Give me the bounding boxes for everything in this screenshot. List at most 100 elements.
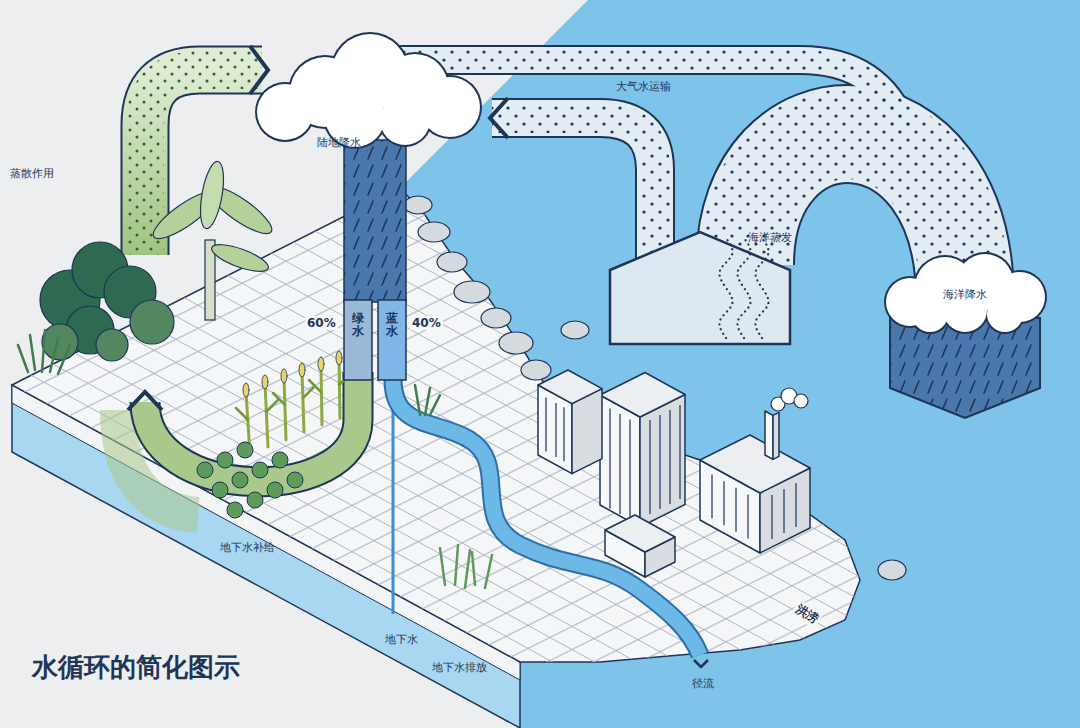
flow-label: 地下水 bbox=[383, 632, 420, 647]
coast-rocks bbox=[499, 332, 533, 354]
land-rain-column bbox=[344, 140, 406, 302]
flow-label: 地下水补给 bbox=[218, 540, 277, 555]
corn-field bbox=[281, 369, 287, 383]
corn-field bbox=[243, 383, 249, 397]
trees bbox=[42, 324, 78, 360]
atmospheric-bands bbox=[490, 98, 508, 138]
flow-label: 地下水排放 bbox=[430, 660, 489, 675]
node-text: 陆地降水 bbox=[317, 135, 361, 150]
evapotranspiration-band bbox=[145, 70, 262, 255]
reeds bbox=[440, 545, 492, 588]
ocean-evaporation-box-shape bbox=[755, 238, 768, 338]
coast-rocks bbox=[404, 196, 906, 580]
green-water-flow bbox=[145, 372, 358, 482]
corn-field bbox=[246, 360, 340, 455]
green-water-band: 绿水 bbox=[344, 300, 372, 380]
coast-rocks bbox=[404, 196, 432, 214]
ocean-evaporation-box-shape bbox=[608, 230, 792, 346]
ocean-precipitation-cloud-shape bbox=[941, 286, 989, 334]
blue-water-band: 蓝水 bbox=[378, 300, 406, 380]
land-precipitation-cloud-shape bbox=[257, 34, 480, 147]
node-text: 蓝水 bbox=[386, 312, 398, 338]
land-precipitation-cloud-shape bbox=[380, 95, 430, 145]
evapotranspiration-band bbox=[145, 70, 262, 255]
blue-water-flow bbox=[393, 380, 700, 655]
land-precipitation-cloud: 陆地降水 bbox=[245, 32, 490, 150]
city-buildings bbox=[538, 370, 810, 577]
land-precipitation-cloud-shape bbox=[420, 77, 480, 137]
atmospheric-bands bbox=[492, 118, 655, 265]
vegetable-field bbox=[217, 452, 233, 468]
city-buildings bbox=[610, 405, 680, 520]
corn-field bbox=[318, 357, 324, 371]
corn-field bbox=[299, 363, 305, 377]
ocean-evaporation-box-shape bbox=[737, 238, 750, 338]
city-buildings bbox=[546, 397, 564, 461]
percentage-label: 60% bbox=[305, 316, 338, 330]
land-rain-column bbox=[344, 140, 406, 302]
node-text: 海洋蒸发 bbox=[748, 230, 792, 245]
grass bbox=[18, 330, 440, 415]
city-buildings bbox=[605, 515, 675, 552]
atmospheric-bands bbox=[492, 118, 655, 265]
flow-label: 大气水运输 bbox=[614, 79, 673, 94]
flow-label: 径流 bbox=[690, 676, 716, 691]
atmospheric-bands bbox=[492, 118, 655, 265]
trees bbox=[196, 160, 228, 230]
corn-field bbox=[236, 373, 351, 420]
ocean-evaporation-box-shape bbox=[610, 232, 790, 344]
ocean-evaporation-box: 海洋蒸发 bbox=[608, 230, 792, 346]
coast-rocks bbox=[418, 222, 450, 242]
coast-rocks bbox=[454, 281, 490, 303]
node-text: 绿水 bbox=[352, 312, 364, 338]
coast-rocks bbox=[481, 308, 511, 328]
vegetable-field bbox=[197, 442, 303, 518]
green-water-band-shape bbox=[344, 300, 372, 380]
city-buildings bbox=[765, 411, 773, 459]
vegetable-field bbox=[227, 502, 243, 518]
ocean-precipitation-cloud: 海洋降水 bbox=[880, 252, 1050, 332]
vegetable-field bbox=[197, 462, 213, 478]
trees bbox=[130, 300, 174, 344]
vegetable-field bbox=[232, 472, 248, 488]
coast-rocks bbox=[878, 560, 906, 580]
ocean-precipitation-cloud-shape bbox=[886, 254, 1045, 332]
ocean-precipitation-cloud-shape bbox=[884, 252, 1047, 334]
vegetable-field bbox=[247, 492, 263, 508]
grass bbox=[415, 385, 440, 415]
city-buildings bbox=[712, 475, 796, 539]
coast-rocks bbox=[437, 252, 467, 272]
city-buildings bbox=[700, 435, 810, 493]
vegetable-field bbox=[267, 482, 283, 498]
factory-smoke bbox=[771, 388, 808, 411]
green-water-flow bbox=[128, 392, 162, 410]
ocean-evaporation-box-shape bbox=[719, 238, 732, 338]
percentage-label: 40% bbox=[410, 316, 443, 330]
ocean-precipitation-cloud-shape bbox=[987, 296, 1023, 332]
land-rain-column bbox=[344, 140, 406, 302]
city-buildings bbox=[538, 370, 602, 404]
ocean-evaporation-box-shape bbox=[719, 238, 768, 338]
factory-smoke bbox=[794, 394, 808, 408]
coast-rocks bbox=[521, 360, 551, 380]
corn-field bbox=[262, 375, 268, 389]
blue-water-flow bbox=[694, 660, 708, 667]
city-buildings bbox=[600, 373, 685, 418]
vegetable-field bbox=[237, 442, 253, 458]
process-label: 蒸散作用 bbox=[8, 166, 56, 181]
green-water-flow bbox=[145, 372, 358, 482]
ocean-precipitation-cloud-shape bbox=[912, 296, 948, 332]
evapotranspiration-band bbox=[250, 46, 268, 94]
trees bbox=[209, 239, 272, 276]
vegetable-field bbox=[212, 482, 228, 498]
vegetable-field bbox=[287, 472, 303, 488]
coast-rocks bbox=[561, 321, 589, 339]
reeds bbox=[440, 545, 492, 588]
blue-water-band-shape bbox=[378, 300, 406, 380]
vegetable-field bbox=[252, 462, 268, 478]
blue-water-flow bbox=[393, 378, 708, 667]
corn-field bbox=[243, 351, 342, 397]
